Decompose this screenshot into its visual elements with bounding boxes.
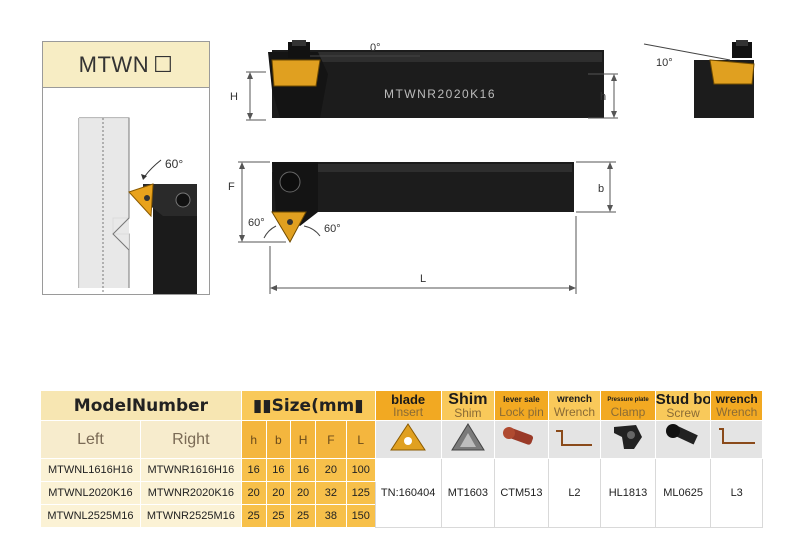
angle-10-label: 10° — [656, 57, 673, 69]
cell-h: 25 — [240, 504, 267, 528]
table-row: MTWNL2525M16 MTWNR2525M16 25 25 25 38 15… — [40, 504, 763, 528]
wrench-icon-2 — [710, 420, 763, 459]
cell-F: 20 — [314, 458, 347, 482]
screw-icon — [654, 420, 712, 459]
model-box: MTWN ☐ 60° — [42, 41, 210, 295]
cell-L: 150 — [345, 504, 376, 528]
cell-b: 25 — [265, 504, 292, 528]
model-number-header: ModelNumber — [40, 390, 242, 421]
holder-drawings: MTWNR2020K16 0° H h 10° F b 60° 60° — [228, 40, 755, 294]
angle-60b-label: 60° — [324, 223, 341, 235]
part-wrench-cell: L2 — [547, 458, 602, 528]
cell-L: 100 — [345, 458, 376, 482]
right-model-cell: MTWNR2525M16 — [139, 504, 242, 528]
model-title: MTWN ☐ — [43, 42, 209, 88]
part-insert-cell: TN:160404 — [374, 458, 442, 528]
holder-marking: MTWNR2020K16 — [384, 87, 496, 101]
cell-L: 125 — [345, 481, 376, 505]
cell-F: 32 — [314, 481, 347, 505]
cell-H: 20 — [290, 481, 316, 505]
cell-h: 20 — [240, 481, 267, 505]
part-screw-cell: ML0625 — [654, 458, 712, 528]
cell-b: 20 — [265, 481, 292, 505]
checkbox-icon: ☐ — [153, 51, 174, 77]
cell-b: 16 — [265, 458, 292, 482]
insert-icon — [374, 420, 442, 459]
part-lock-pin-cell: CTM513 — [494, 458, 549, 528]
dim-F-label: F — [228, 181, 235, 193]
dim-header-L: L — [345, 420, 376, 459]
cell-F: 38 — [314, 504, 347, 528]
dim-b-label: b — [598, 183, 604, 195]
dim-header-F: F — [314, 420, 347, 459]
left-model-cell: MTWNL1616H16 — [40, 458, 141, 482]
cell-h: 16 — [240, 458, 267, 482]
shim-icon — [440, 420, 496, 459]
part-header-screw: Stud boltScrew — [654, 390, 712, 421]
cell-H: 25 — [290, 504, 316, 528]
table-row: MTWNL2020K16 MTWNR2020K16 20 20 20 32 12… — [40, 481, 763, 505]
part-shim-cell: MT1603 — [440, 458, 496, 528]
left-header: Left — [40, 420, 141, 459]
dim-header-h: h — [240, 420, 267, 459]
model-title-text: MTWN — [78, 51, 150, 77]
right-model-cell: MTWNR1616H16 — [139, 458, 242, 482]
dim-header-b: b — [265, 420, 292, 459]
angle-60a-label: 60° — [248, 217, 265, 229]
top-view-diagram: 60° — [78, 117, 197, 294]
part-clamp-cell: HL1813 — [600, 458, 656, 528]
dim-header-H: H — [290, 420, 316, 459]
angle-0-label: 0° — [370, 42, 381, 54]
left-model-cell: MTWNL2020K16 — [40, 481, 141, 505]
dim-L-label: L — [420, 273, 426, 285]
left-model-cell: MTWNL2525M16 — [40, 504, 141, 528]
right-header: Right — [139, 420, 242, 459]
table-row: MTWNL1616H16 MTWNR1616H16 16 16 16 20 10… — [40, 458, 763, 528]
angle-label-60: 60° — [165, 157, 183, 171]
clamp-icon — [600, 420, 656, 459]
dim-h-label: h — [600, 91, 606, 103]
lock-pin-icon — [494, 420, 549, 459]
size-header: ▮▮Size(mm▮ — [240, 390, 376, 421]
cell-H: 16 — [290, 458, 316, 482]
dim-H-label: H — [230, 91, 238, 103]
part-wrench-2-cell: L3 — [710, 458, 763, 528]
wrench-icon — [547, 420, 602, 459]
right-model-cell: MTWNR2020K16 — [139, 481, 242, 505]
